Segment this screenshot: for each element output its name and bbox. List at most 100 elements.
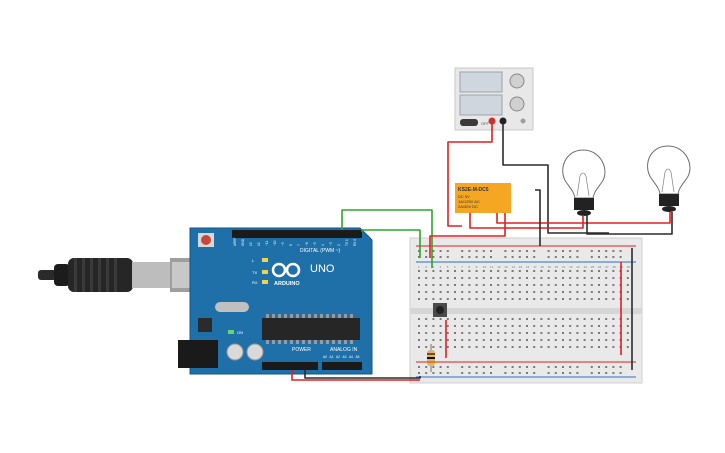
breadboard-hole[interactable] [432, 291, 435, 293]
breadboard-hole[interactable] [569, 277, 572, 279]
breadboard-hole[interactable] [439, 256, 442, 258]
breadboard-hole[interactable] [626, 318, 629, 320]
breadboard-hole[interactable] [418, 346, 420, 348]
breadboard-hole[interactable] [418, 291, 420, 293]
power-supply[interactable]: OFF [454, 67, 534, 131]
pushbutton[interactable] [433, 303, 447, 317]
breadboard-hole[interactable] [562, 339, 564, 341]
breadboard-hole[interactable] [446, 372, 449, 374]
breadboard-hole[interactable] [497, 284, 500, 286]
breadboard-hole[interactable] [554, 318, 557, 320]
breadboard-hole[interactable] [454, 277, 456, 279]
breadboard-hole[interactable] [554, 298, 557, 300]
breadboard-hole[interactable] [490, 270, 492, 272]
breadboard-hole[interactable] [518, 277, 521, 279]
breadboard-hole[interactable] [511, 318, 514, 320]
breadboard-hole[interactable] [562, 298, 564, 300]
breadboard-hole[interactable] [490, 256, 492, 258]
breadboard-hole[interactable] [432, 284, 435, 286]
breadboard-hole[interactable] [446, 270, 449, 272]
breadboard-hole[interactable] [533, 256, 536, 258]
breadboard-hole[interactable] [518, 250, 521, 252]
breadboard-hole[interactable] [547, 291, 550, 293]
breadboard-hole[interactable] [540, 332, 543, 334]
breadboard-hole[interactable] [583, 277, 586, 279]
breadboard-hole[interactable] [526, 277, 528, 279]
breadboard-hole[interactable] [446, 325, 449, 327]
breadboard-hole[interactable] [590, 372, 593, 374]
positive-terminal[interactable] [488, 117, 496, 125]
breadboard-hole[interactable] [511, 284, 514, 286]
breadboard-hole[interactable] [511, 291, 514, 293]
breadboard-hole[interactable] [475, 318, 478, 320]
breadboard-hole[interactable] [425, 291, 428, 293]
breadboard-hole[interactable] [475, 298, 478, 300]
breadboard-hole[interactable] [576, 277, 579, 279]
breadboard-hole[interactable] [432, 250, 435, 252]
negative-terminal[interactable] [499, 117, 507, 125]
breadboard-hole[interactable] [425, 277, 428, 279]
breadboard-hole[interactable] [554, 339, 557, 341]
breadboard-hole[interactable] [490, 277, 492, 279]
breadboard-hole[interactable] [590, 291, 593, 293]
breadboard-hole[interactable] [598, 332, 600, 334]
breadboard-hole[interactable] [511, 332, 514, 334]
breadboard-hole[interactable] [432, 332, 435, 334]
breadboard-hole[interactable] [576, 250, 579, 252]
breadboard-hole[interactable] [526, 372, 528, 374]
breadboard-hole[interactable] [526, 318, 528, 320]
breadboard-hole[interactable] [490, 325, 492, 327]
breadboard-hole[interactable] [418, 298, 420, 300]
breadboard-hole[interactable] [605, 318, 608, 320]
breadboard-hole[interactable] [439, 270, 442, 272]
breadboard-hole[interactable] [590, 250, 593, 252]
breadboard-hole[interactable] [490, 339, 492, 341]
breadboard-hole[interactable] [583, 339, 586, 341]
arduino-uno-board[interactable]: UNO ARDUINO DIGITAL (PWM ~) POWER ANALOG… [178, 227, 373, 375]
breadboard-hole[interactable] [547, 346, 550, 348]
breadboard-hole[interactable] [504, 339, 507, 341]
breadboard-hole[interactable] [612, 339, 615, 341]
breadboard-hole[interactable] [432, 270, 435, 272]
breadboard-hole[interactable] [598, 325, 600, 327]
breadboard-hole[interactable] [418, 250, 420, 252]
breadboard-hole[interactable] [468, 270, 471, 272]
breadboard-hole[interactable] [533, 318, 536, 320]
breadboard-hole[interactable] [626, 339, 629, 341]
breadboard-hole[interactable] [533, 250, 536, 252]
breadboard-hole[interactable] [526, 339, 528, 341]
breadboard-hole[interactable] [626, 270, 629, 272]
breadboard-hole[interactable] [482, 291, 485, 293]
breadboard-hole[interactable] [504, 298, 507, 300]
breadboard-hole[interactable] [598, 291, 600, 293]
breadboard-hole[interactable] [468, 372, 471, 374]
breadboard-hole[interactable] [461, 339, 464, 341]
breadboard-hole[interactable] [497, 291, 500, 293]
breadboard-hole[interactable] [590, 284, 593, 286]
breadboard-hole[interactable] [605, 284, 608, 286]
breadboard-hole[interactable] [540, 325, 543, 327]
breadboard-hole[interactable] [554, 250, 557, 252]
breadboard-hole[interactable] [569, 270, 572, 272]
breadboard-hole[interactable] [418, 277, 420, 279]
breadboard-hole[interactable] [497, 298, 500, 300]
breadboard-hole[interactable] [418, 339, 420, 341]
breadboard-hole[interactable] [569, 291, 572, 293]
breadboard-hole[interactable] [490, 298, 492, 300]
current-knob[interactable] [509, 96, 525, 112]
breadboard-hole[interactable] [504, 366, 507, 368]
breadboard-hole[interactable] [605, 346, 608, 348]
breadboard-hole[interactable] [547, 270, 550, 272]
analog-pin-header[interactable] [322, 362, 362, 370]
power-pin-header[interactable] [262, 362, 318, 370]
breadboard-hole[interactable] [605, 277, 608, 279]
breadboard-hole[interactable] [468, 277, 471, 279]
breadboard-hole[interactable] [583, 346, 586, 348]
breadboard-hole[interactable] [511, 346, 514, 348]
breadboard-hole[interactable] [504, 332, 507, 334]
breadboard-hole[interactable] [446, 250, 449, 252]
breadboard-hole[interactable] [569, 318, 572, 320]
breadboard-hole[interactable] [497, 318, 500, 320]
breadboard-hole[interactable] [511, 298, 514, 300]
breadboard-hole[interactable] [583, 270, 586, 272]
